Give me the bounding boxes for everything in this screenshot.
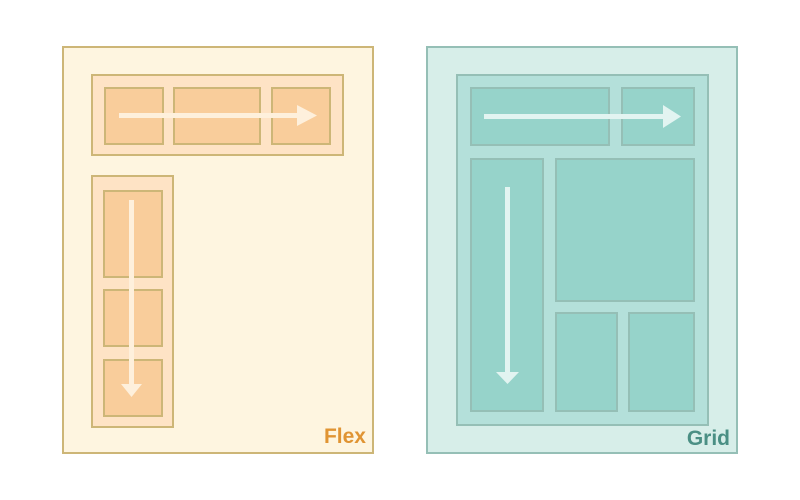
grid-item — [555, 312, 618, 412]
flex-label: Flex — [323, 425, 366, 448]
flex-column-arrow-icon — [121, 200, 142, 397]
grid-label: Grid — [686, 427, 730, 450]
grid-item — [628, 312, 695, 412]
grid-column-arrow-icon — [496, 187, 519, 384]
grid-row-arrow-icon — [484, 105, 681, 128]
flex-row-arrow-icon — [119, 105, 317, 126]
grid-item-large — [555, 158, 695, 302]
